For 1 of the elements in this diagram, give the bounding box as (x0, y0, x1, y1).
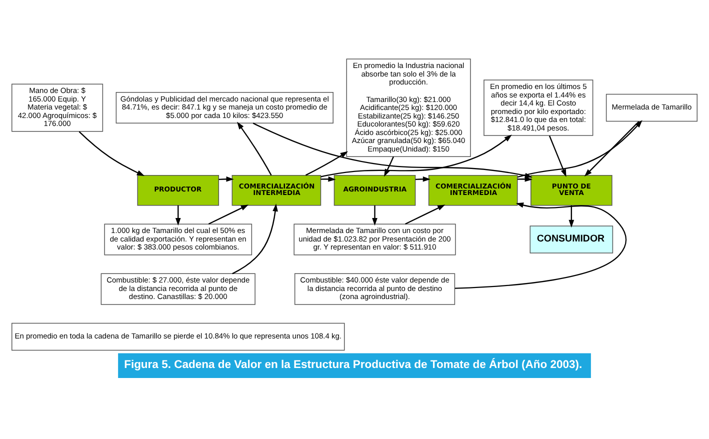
caption: Figura 5. Cadena de Valor en la Estructura Productiva de Tomate de Árbol (Año 2003). (124, 358, 582, 370)
